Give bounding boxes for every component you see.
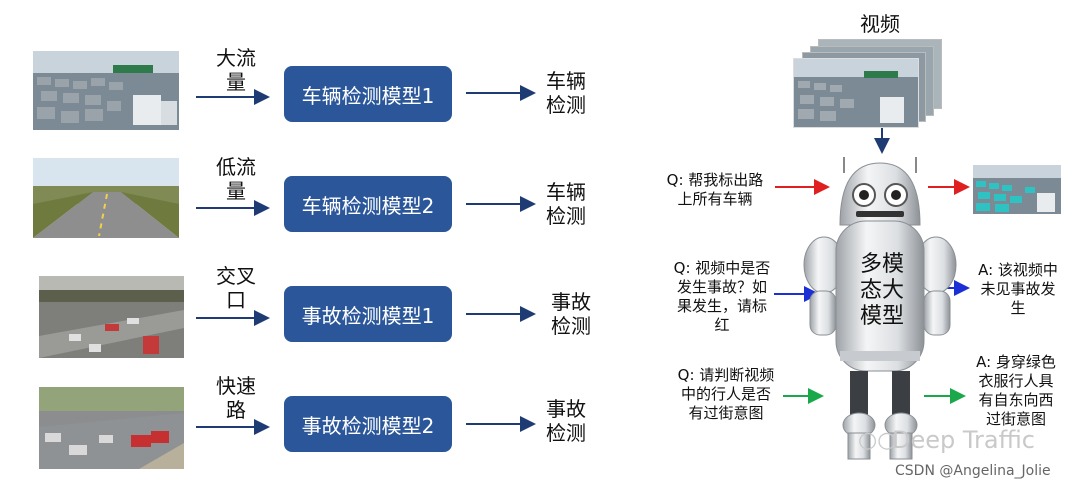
robot-illustration: [800, 155, 960, 465]
robot-model-label: 多模态大模型: [859, 252, 904, 329]
question-1: Q: 帮我标出路上所有车辆: [666, 171, 764, 208]
annotated-vehicles-image: [973, 165, 1061, 214]
video-frame-front: [793, 58, 919, 128]
question-2: Q: 视频中是否发生事故？如果发生，请标红: [673, 259, 771, 334]
wechat-icon: ○○: [858, 428, 897, 453]
empty-highway-image: [33, 158, 179, 238]
intersection-accident-image: [39, 276, 184, 358]
input-label-3: 交叉口: [216, 264, 256, 312]
traffic-jam-image: [33, 51, 179, 130]
input-label-4: 快速路: [216, 374, 256, 422]
output-label-3: 事故检测: [551, 290, 591, 338]
input-label-2: 低流量: [216, 155, 256, 203]
answer-2: A: 该视频中未见事故发生: [978, 261, 1058, 317]
video-label: 视频: [860, 12, 900, 36]
answer-3: A: 身穿绿色衣服行人具有自东向西过街意图: [976, 353, 1056, 428]
expressway-accident-image: [39, 387, 184, 469]
output-label-4: 事故检测: [546, 397, 586, 445]
model-box-2: 车辆检测模型2: [284, 176, 452, 232]
output-label-1: 车辆检测: [546, 69, 586, 117]
output-label-2: 车辆检测: [546, 180, 586, 228]
question-3: Q: 请判断视频中的行人是否有过街意图: [677, 366, 775, 422]
watermark-text: Deep Traffic: [892, 426, 1035, 454]
model-box-1: 车辆检测模型1: [284, 66, 452, 122]
input-label-1: 大流量: [216, 46, 256, 94]
model-box-3: 事故检测模型1: [284, 286, 452, 342]
csdn-credit: CSDN @Angelina_Jolie: [895, 463, 1051, 479]
model-box-4: 事故检测模型2: [284, 396, 452, 452]
